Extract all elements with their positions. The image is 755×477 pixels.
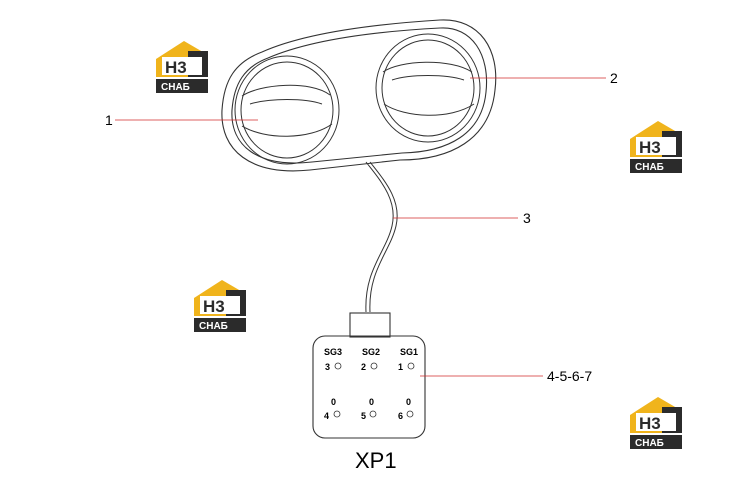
pin-number: 1	[398, 362, 403, 372]
pin-number: 2	[361, 362, 366, 372]
pin-number: 5	[361, 411, 366, 421]
pin-group-label: 0	[406, 397, 411, 407]
svg-text:H3: H3	[203, 297, 225, 316]
pin-group-label: 0	[331, 397, 336, 407]
svg-text:СНАБ: СНАБ	[635, 162, 664, 173]
connector-title: XP1	[355, 448, 397, 473]
pin-group-label: SG3	[324, 347, 342, 357]
leader-lines	[115, 77, 606, 377]
svg-text:H3: H3	[165, 58, 187, 77]
callout-4-7: 4-5-6-7	[547, 368, 592, 384]
pin-number: 3	[325, 362, 330, 372]
house-logo-icon: H3 СНАБ	[630, 121, 682, 173]
house-logo-icon: H3 СНАБ	[156, 41, 208, 93]
pin-hole	[407, 362, 415, 370]
gauge-left	[234, 55, 340, 165]
pin-hole	[334, 362, 342, 370]
svg-text:СНАБ: СНАБ	[199, 321, 228, 332]
pin-number: 4	[324, 411, 329, 421]
svg-text:H3: H3	[639, 414, 661, 433]
svg-text:СНАБ: СНАБ	[635, 438, 664, 449]
callout-2: 2	[610, 70, 618, 86]
pin-hole	[406, 410, 414, 418]
pin-group-label: SG1	[400, 347, 418, 357]
pin-row-bottom: 0 0 0 4 5 6	[324, 397, 414, 421]
pin-hole	[369, 410, 377, 418]
house-logo-icon: H3 СНАБ	[630, 397, 682, 449]
wire-harness	[365, 161, 398, 313]
gauge-right	[375, 33, 481, 143]
connector-body	[312, 312, 426, 439]
callout-3: 3	[523, 210, 531, 226]
pin-number: 6	[398, 411, 403, 421]
house-logo-icon: H3 СНАБ	[194, 280, 246, 332]
svg-text:H3: H3	[639, 138, 661, 157]
pin-group-label: 0	[369, 397, 374, 407]
gauge-housing	[221, 19, 497, 172]
pin-group-label: SG2	[362, 347, 380, 357]
pin-hole	[333, 410, 341, 418]
pin-hole	[370, 362, 378, 370]
callout-1: 1	[105, 112, 113, 128]
svg-text:СНАБ: СНАБ	[161, 82, 190, 93]
pin-row-top: SG3 SG2 SG1 3 2 1	[324, 347, 418, 372]
